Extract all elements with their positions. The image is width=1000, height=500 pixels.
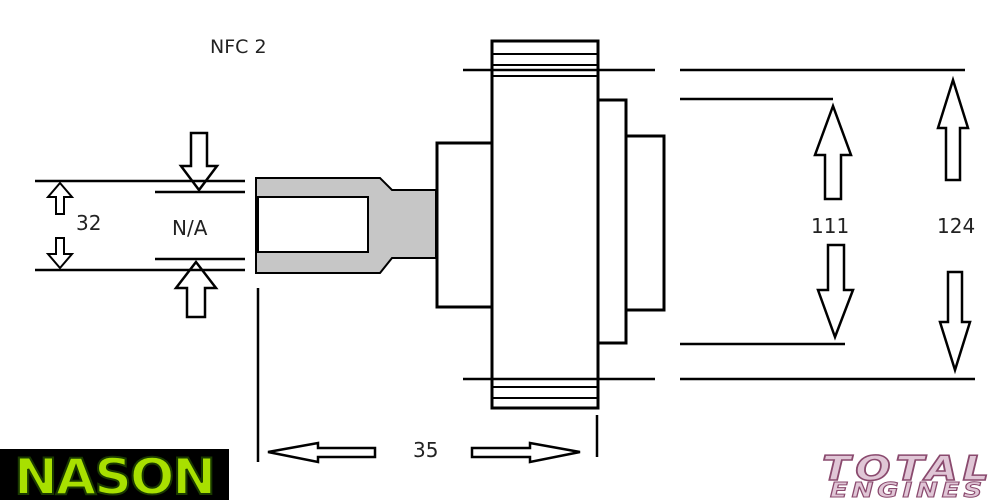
dim-arrow-up (813, 102, 853, 201)
diagram-title: NFC 2 (210, 36, 267, 58)
engines-logo-text: ENGINES (830, 478, 986, 500)
outer-diameter-1-arrows (813, 102, 855, 341)
pressure-ring (596, 98, 628, 345)
inner-diameter-label: 32 (76, 211, 101, 235)
dim-arrow-right (470, 441, 581, 464)
rear-cap (624, 134, 666, 312)
main-disc (490, 39, 600, 410)
dim-arrow-up (936, 75, 970, 182)
total-engines-logo: TOTAL ENGINES (821, 448, 994, 500)
dim-arrow-down (938, 270, 972, 375)
inner-diameter-dimension (35, 131, 245, 319)
nason-logo: NASON (0, 447, 229, 500)
clutch-body (435, 39, 666, 410)
dim-arrow-down (816, 243, 855, 341)
outer-diameter-1-label: 111 (811, 214, 849, 238)
dim-arrow-up (45, 181, 75, 215)
dim-arrow-down (45, 237, 75, 270)
outer-dimension-lines (463, 68, 975, 381)
hub-flange (435, 141, 494, 309)
shaft-bore (257, 196, 369, 253)
nason-logo-text: NASON (14, 448, 214, 500)
length-dimension (256, 288, 599, 464)
disc-grooves (492, 53, 598, 399)
inner-note-label: N/A (172, 216, 208, 240)
outer-diameter-2-arrows (936, 75, 972, 375)
total-logo-text: TOTAL (822, 449, 994, 489)
pointer-arrow-down (178, 131, 220, 193)
dim-arrow-left (267, 441, 377, 464)
length-label: 35 (413, 438, 438, 462)
outer-diameter-2-label: 124 (937, 214, 975, 238)
pointer-arrow-up (173, 259, 219, 319)
